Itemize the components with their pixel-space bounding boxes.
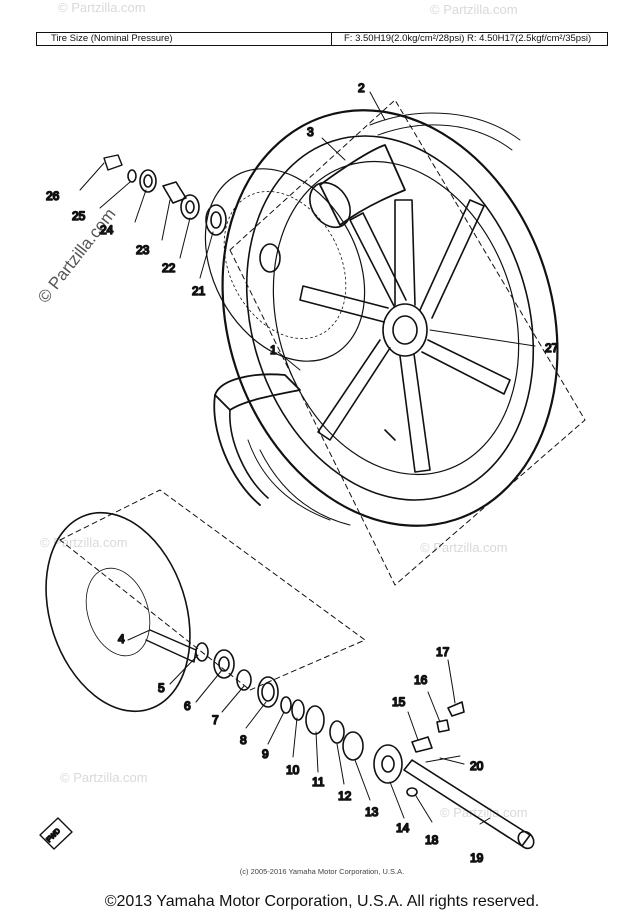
part-number: 8 [240, 733, 247, 747]
part-number: 26 [46, 189, 60, 203]
front-axle-hardware [195, 642, 465, 797]
front-assembly-plane [59, 489, 366, 691]
rim-and-spokes [272, 160, 520, 476]
tire-size-label: Tire Size (Nominal Pressure) [37, 33, 332, 45]
watermark: © Partzilla.com [60, 770, 148, 785]
axle-hardware-left [103, 154, 227, 236]
part-number: 5 [158, 681, 165, 695]
part-number: 25 [72, 209, 86, 223]
part-number: 15 [392, 695, 406, 709]
part-number: 1 [270, 343, 277, 357]
tire-size-spec-bar: Tire Size (Nominal Pressure) F: 3.50H19(… [36, 32, 608, 46]
part-number: 13 [365, 805, 379, 819]
watermark: © Partzilla.com [58, 0, 146, 15]
part-number: 9 [262, 747, 269, 761]
part-number: 4 [118, 632, 125, 646]
watermark: © Partzilla.com [430, 2, 518, 17]
forward-arrow-label: FWD [46, 828, 62, 844]
assembly-plane-outline [229, 99, 586, 586]
watermark: © Partzilla.com [440, 805, 528, 820]
fender-part-3 [309, 144, 406, 229]
part-number: 27 [545, 341, 559, 355]
part-number: 24 [100, 223, 114, 237]
part-number: 10 [286, 763, 300, 777]
part-number: 14 [396, 821, 410, 835]
leader-lines [79, 91, 536, 825]
part-number: 16 [414, 673, 428, 687]
part-number-labels: 1 2 3 4 5 6 7 8 9 10 11 12 13 14 15 16 1… [45, 80, 560, 866]
part-number: 12 [338, 789, 352, 803]
front-disc-part-4 [45, 511, 197, 713]
part-number: 23 [136, 243, 150, 257]
inner-copyright: (c) 2005-2016 Yamaha Motor Corporation, … [239, 867, 405, 876]
part-number: 19 [470, 851, 484, 865]
part-number: 11 [312, 775, 325, 789]
part-number: 18 [425, 833, 439, 847]
footer-copyright: ©2013 Yamaha Motor Corporation, U.S.A. A… [104, 893, 540, 910]
part-number: 7 [212, 713, 219, 727]
part-number: 3 [307, 125, 314, 139]
tire-front-tread [213, 373, 301, 506]
rear-disc [204, 168, 366, 362]
part-number: 22 [162, 261, 176, 275]
part-number: 21 [192, 284, 206, 298]
forward-arrow-icon [39, 817, 73, 850]
part-number: 2 [358, 81, 365, 95]
part-number: 20 [470, 759, 484, 773]
tire-size-value: F: 3.50H19(2.0kg/cm²/28psi) R: 4.50H17(2… [344, 33, 592, 44]
tire-shape [221, 109, 559, 527]
part-number: 6 [184, 699, 191, 713]
part-number: 17 [436, 645, 450, 659]
